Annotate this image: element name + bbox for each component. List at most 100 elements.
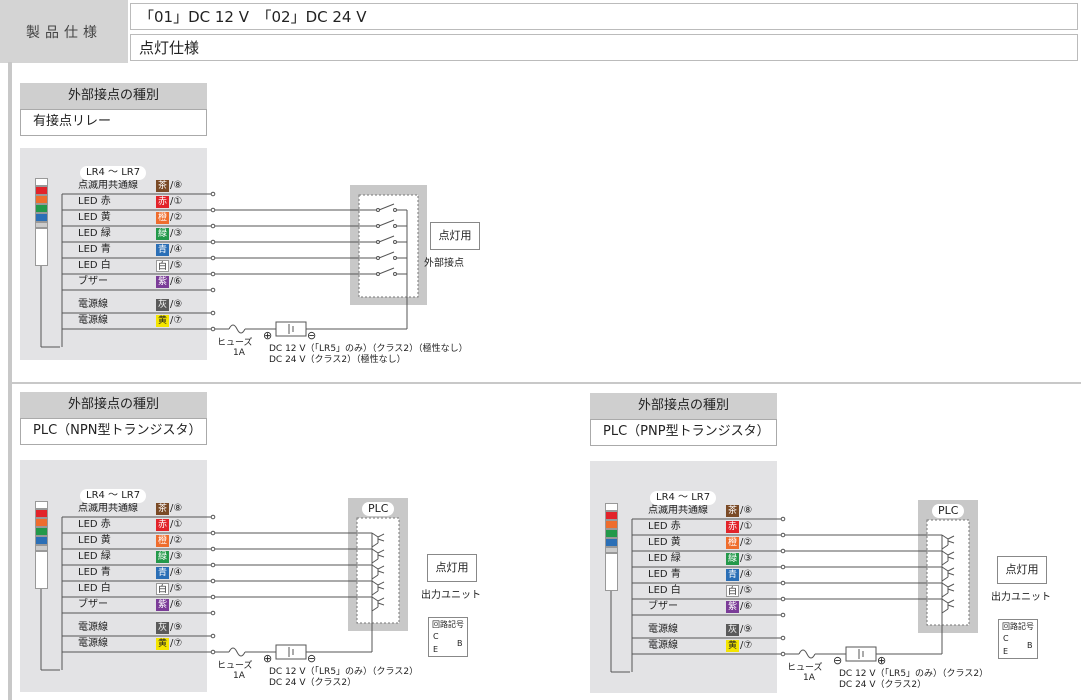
tower-tier [605, 503, 618, 511]
tower-tier [35, 527, 48, 536]
tower-tier [35, 178, 48, 186]
relay-switch-icon [378, 251, 395, 259]
wire-name: 電源線 [78, 622, 108, 633]
tower-tier [605, 520, 618, 529]
relay-switch-icon [378, 203, 395, 211]
tower-tier [605, 553, 618, 591]
tower-tier [35, 213, 48, 222]
wire-name: LED 青 [78, 244, 111, 255]
wire-color-badge: 赤 [156, 196, 169, 208]
tower-tier [35, 222, 48, 228]
wire-name: LED 白 [78, 260, 111, 271]
power-spec-24v: DC 24 V（クラス2） [269, 678, 357, 688]
transistor-icon [371, 548, 385, 564]
contact-type-label: 外部接点の種別 [590, 393, 777, 419]
tower-tier [605, 529, 618, 538]
fuse-rating: 1A [233, 671, 245, 681]
wire-color-badge: 白 [156, 260, 169, 272]
wire-color-badge: 緑 [726, 553, 739, 565]
terminal [210, 546, 216, 552]
circuit-symbol-title: 回路記号 [432, 620, 464, 629]
plc-label: PLC [362, 502, 395, 516]
transistor-icon [941, 566, 955, 582]
relay-switch-icon [378, 267, 395, 275]
contact-type-label: 外部接点の種別 [20, 392, 207, 418]
model-label: LR4 ～ LR7 [80, 166, 147, 180]
wire-number: /③ [740, 553, 753, 564]
wire-color-badge: 赤 [156, 519, 169, 531]
wire-number: /③ [170, 551, 183, 562]
power-spec-24v: DC 24 V（クラス2） [839, 680, 927, 690]
tower-tier [35, 551, 48, 589]
fuse-label: ヒューズ [787, 663, 823, 673]
tower-tier [35, 228, 48, 266]
transistor-icon [371, 532, 385, 548]
wire-name: 点滅用共通線 [78, 180, 138, 191]
wire-color-badge: 紫 [156, 599, 169, 611]
wire-name: LED 赤 [78, 519, 111, 530]
section-divider [12, 382, 1081, 384]
tower-tier [35, 501, 48, 509]
wire-color-badge: 灰 [156, 622, 169, 634]
wire-number: /⑥ [740, 601, 753, 612]
wire-color-badge: 白 [156, 583, 169, 595]
wire-number: /② [170, 535, 183, 546]
model-label: LR4 ～ LR7 [80, 489, 147, 503]
tower-tier [35, 186, 48, 195]
terminal [210, 271, 216, 277]
terminal [210, 514, 216, 520]
output-unit-box: 点灯用 [997, 556, 1047, 584]
tower-tier [35, 518, 48, 527]
wire-name: LED 緑 [648, 553, 681, 564]
wire-number: /⑤ [170, 583, 183, 594]
contact-type-value: PLC（NPN型トランジスタ） [20, 418, 207, 445]
wire-name: 電源線 [648, 640, 678, 651]
terminal [210, 191, 216, 197]
wire-name: 点滅用共通線 [78, 503, 138, 514]
battery-icon [275, 321, 307, 337]
wire-number: /① [170, 519, 183, 530]
wire-color-badge: 茶 [156, 503, 169, 515]
plus-symbol: ⊖ [833, 654, 843, 667]
wire-name: LED 白 [648, 585, 681, 596]
wire-color-badge: 灰 [156, 299, 169, 311]
tower-tier [35, 509, 48, 518]
output-unit-caption: 出力ユニット [991, 592, 1051, 603]
wire-color-badge: 黄 [156, 638, 169, 650]
transistor-icon [371, 580, 385, 596]
terminal [780, 516, 786, 522]
wire-number: /⑦ [170, 315, 183, 326]
terminal [210, 530, 216, 536]
fuse-rating: 1A [233, 348, 245, 358]
minus-symbol: ⊕ [877, 654, 887, 667]
terminal [780, 596, 786, 602]
terminal [210, 287, 216, 293]
terminal [210, 326, 216, 332]
wire-number: /① [170, 196, 183, 207]
tower-tier [35, 204, 48, 213]
wire-number: /④ [170, 244, 183, 255]
battery-icon [275, 644, 307, 660]
relay-switch-icon [378, 219, 395, 227]
symbol-b: B [1027, 641, 1033, 650]
fuse-rating: 1A [803, 673, 815, 683]
fuse-icon [228, 324, 246, 334]
wire-number: /③ [170, 228, 183, 239]
terminal [780, 580, 786, 586]
wire-name: 電源線 [78, 638, 108, 649]
wire-number: /⑦ [170, 638, 183, 649]
tower-tier [35, 536, 48, 545]
transistor-icon [941, 534, 955, 550]
wire-name: 電源線 [78, 299, 108, 310]
wire-color-badge: 茶 [726, 505, 739, 517]
fuse-icon [228, 647, 246, 657]
terminal [780, 635, 786, 641]
wire-number: /⑧ [170, 180, 183, 191]
wire-name: ブザー [78, 276, 108, 287]
wire-name: ブザー [648, 601, 678, 612]
wire-color-badge: 黄 [156, 315, 169, 327]
wire-number: /④ [740, 569, 753, 580]
terminal [210, 207, 216, 213]
wire-number: /⑥ [170, 599, 183, 610]
wire-color-badge: 茶 [156, 180, 169, 192]
